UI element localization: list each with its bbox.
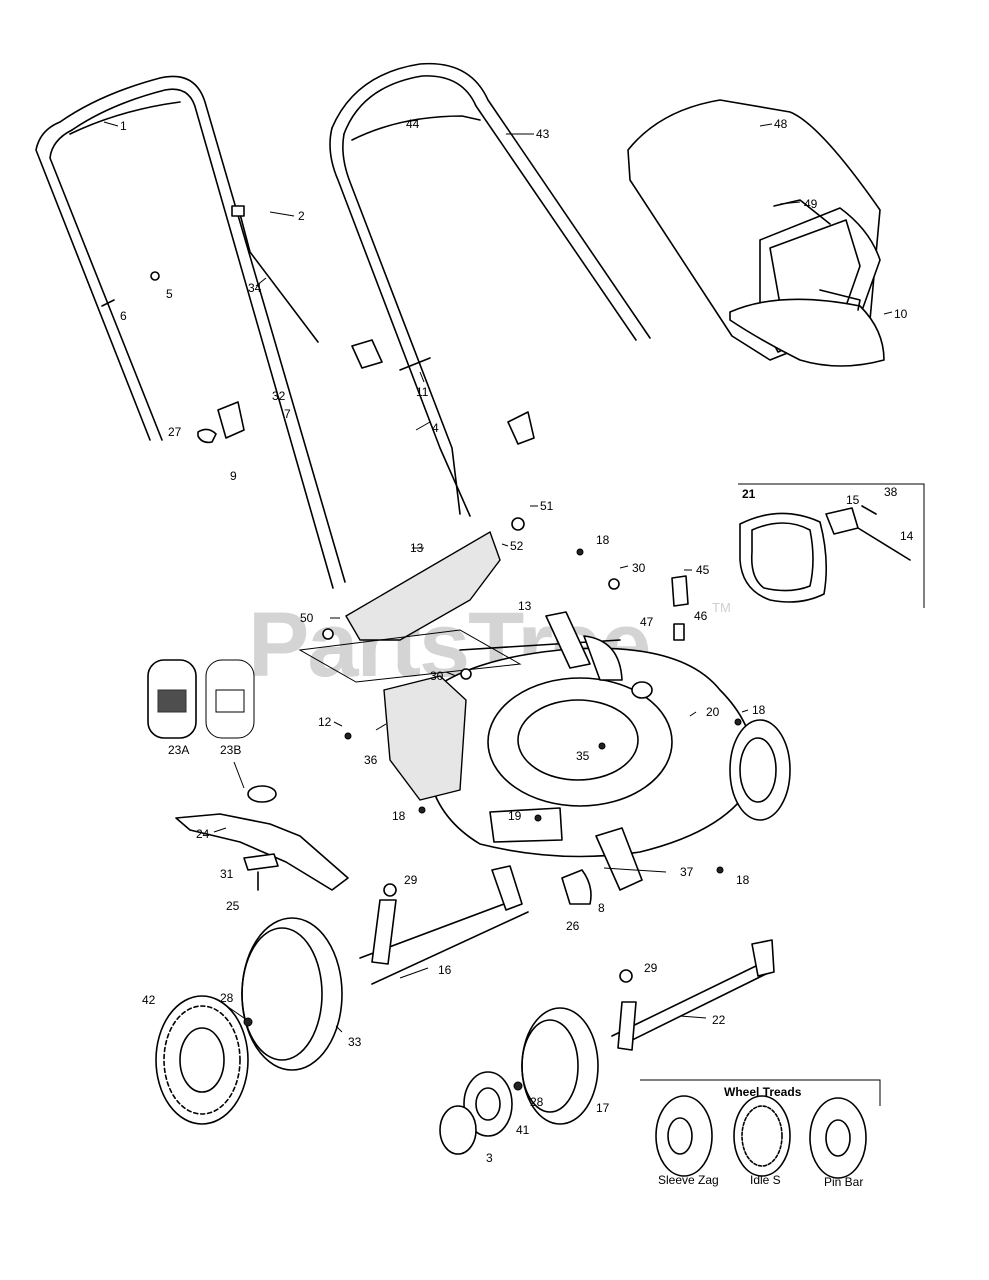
upper-handle xyxy=(35,75,346,589)
rear-axle xyxy=(611,939,775,1051)
wheel-treads-inset: Wheel Treads Sleeve Zag Idle S Pin Bar xyxy=(640,1079,881,1189)
callout-13-upper: 13 xyxy=(410,541,424,555)
tread-label-pin-bar: Pin Bar xyxy=(824,1175,863,1189)
mulch-plug-kit xyxy=(738,483,925,608)
rear-wheel-17 xyxy=(521,1007,599,1125)
callout-21: 21 xyxy=(742,487,756,501)
mower-deck xyxy=(383,611,791,891)
callout-30-top: 30 xyxy=(632,561,646,575)
callout-7: 7 xyxy=(284,407,291,421)
callout-5: 5 xyxy=(166,287,173,301)
blade-plates xyxy=(147,659,255,739)
callout-18-b: 18 xyxy=(752,703,766,717)
callout-8: 8 xyxy=(598,901,605,915)
callout-29-right: 29 xyxy=(644,961,658,975)
wheel-treads-title: Wheel Treads xyxy=(724,1085,802,1099)
rear-hinge-bracket xyxy=(298,530,522,683)
tread-pin-bar xyxy=(809,1097,867,1179)
callout-28-left: 28 xyxy=(220,991,234,1005)
control-cable xyxy=(231,205,319,343)
callout-35: 35 xyxy=(576,749,590,763)
callout-41: 41 xyxy=(516,1123,530,1137)
callout-29-left: 29 xyxy=(404,873,418,887)
hardware xyxy=(243,517,742,1091)
callout-36: 36 xyxy=(364,753,378,767)
leader-lines xyxy=(103,119,893,1033)
callout-26: 26 xyxy=(566,919,580,933)
callout-34: 34 xyxy=(248,281,262,295)
callout-31: 31 xyxy=(220,867,234,881)
callout-23a: 23A xyxy=(168,743,189,757)
callout-20: 20 xyxy=(706,705,720,719)
callout-50: 50 xyxy=(300,611,314,625)
callout-25: 25 xyxy=(226,899,240,913)
watermark-tm: TM xyxy=(712,600,731,615)
hubcap-3 xyxy=(439,1105,477,1155)
callout-18-c: 18 xyxy=(392,809,406,823)
tread-sleeve-zag xyxy=(655,1095,713,1177)
callout-labels: 1 2 3 4 5 6 7 8 9 10 11 12 13 13 14 15 1… xyxy=(120,117,914,1165)
callout-38: 38 xyxy=(884,485,898,499)
callout-15: 15 xyxy=(846,493,860,507)
callout-47: 47 xyxy=(640,615,654,629)
blade-assembly xyxy=(175,785,349,891)
callout-4: 4 xyxy=(432,421,439,435)
front-axle xyxy=(359,865,529,985)
callout-44: 44 xyxy=(406,117,420,131)
callout-49: 49 xyxy=(804,197,818,211)
callout-18-a: 18 xyxy=(596,533,610,547)
callout-12: 12 xyxy=(318,715,332,729)
callout-17: 17 xyxy=(596,1101,610,1115)
callout-30-left: 30 xyxy=(430,669,444,683)
callout-37: 37 xyxy=(680,865,694,879)
callout-9: 9 xyxy=(230,469,237,483)
callout-22: 22 xyxy=(712,1013,726,1027)
callout-10: 10 xyxy=(894,307,908,321)
callout-11: 11 xyxy=(416,385,429,399)
callout-16: 16 xyxy=(438,963,452,977)
hubcap-42 xyxy=(155,995,249,1125)
hubcap-41 xyxy=(463,1071,513,1137)
callout-27: 27 xyxy=(168,425,182,439)
callout-14: 14 xyxy=(900,529,914,543)
callout-23b: 23B xyxy=(220,743,241,757)
callout-24: 24 xyxy=(196,827,210,841)
callout-6: 6 xyxy=(120,309,127,323)
lower-handle xyxy=(329,62,651,517)
callout-42: 42 xyxy=(142,993,156,1007)
callout-1: 1 xyxy=(120,119,127,133)
rear-deflector xyxy=(729,289,885,367)
callout-43: 43 xyxy=(536,127,550,141)
callout-46: 46 xyxy=(694,609,708,623)
callout-33: 33 xyxy=(348,1035,362,1049)
height-adjuster xyxy=(561,869,592,905)
callout-2: 2 xyxy=(298,209,305,223)
callout-19: 19 xyxy=(508,809,522,823)
callout-45: 45 xyxy=(696,563,710,577)
callout-48: 48 xyxy=(774,117,788,131)
tread-idle-s xyxy=(733,1095,791,1177)
callout-51: 51 xyxy=(540,499,554,513)
tread-label-sleeve-zag: Sleeve Zag xyxy=(658,1173,719,1187)
callout-18-d: 18 xyxy=(736,873,750,887)
front-wheel-33 xyxy=(241,917,343,1071)
callout-13-lower: 13 xyxy=(518,599,532,613)
callout-32: 32 xyxy=(272,389,286,403)
callout-3: 3 xyxy=(486,1151,493,1165)
callout-52: 52 xyxy=(510,539,524,553)
tread-label-idle-s: Idle S xyxy=(750,1173,781,1187)
callout-28-right: 28 xyxy=(530,1095,544,1109)
